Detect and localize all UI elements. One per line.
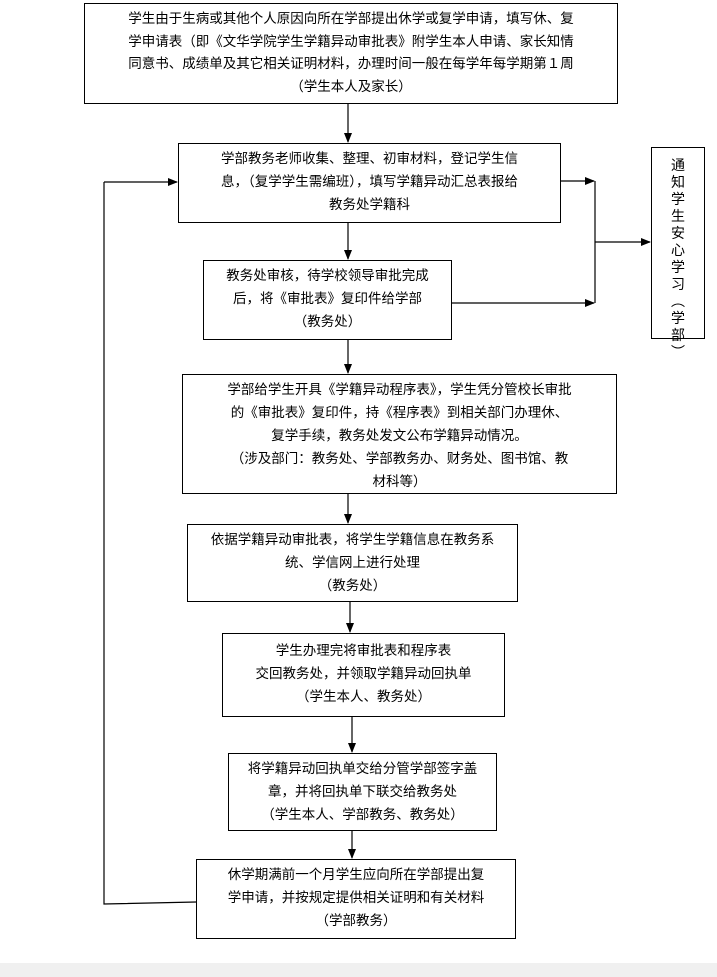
step-5-line: （教务处） [318,578,387,594]
loop-back-connector [103,182,197,905]
step-8-line: 休学期满前一个月学生应向所在学部提出复 [227,867,485,883]
side-char: 学 [671,311,685,327]
step-2-line: 息，（复学学生需编班），填写学籍异动汇总表报给 [221,174,518,190]
step-8-line: 学申请，并按规定提供相关证明和有关材料 [227,890,485,906]
step-4-line: （涉及部门：教务处、学部教务办、财务处、图书馆、教 [230,451,569,467]
step-5-line: 依据学籍异动审批表，将学生学籍信息在教务系 [210,532,495,548]
step-8-line: （学部教务） [315,913,397,929]
step-1-line: 学生由于生病或其他个人原因向所在学部提出休学或复学申请，填写休、复 [128,11,574,27]
side-char: 学 [671,260,685,276]
step-4-line: 学部给学生开具《学籍异动程序表》，学生凭分管校长审批 [227,382,572,398]
step-1-line: 同意书、成绩单及其它相关证明材料，办理时间一般在每学年每学期第１周 [128,56,574,72]
step-2-department-review: 学部教务老师收集、整理、初审材料，登记学生信 息，（复学学生需编班），填写学籍异… [178,143,561,223]
step-7-receipt-signing: 将学籍异动回执单交给分管学部签字盖 章，并将回执单下联交给教务处 （学生本人、学… [228,753,497,831]
side-char: 通 [671,158,685,174]
step-4-procedure-form: 学部给学生开具《学籍异动程序表》，学生凭分管校长审批 的《审批表》复印件，持《程… [182,374,617,494]
step-4-line: 的《审批表》复印件，持《程序表》到相关部门办理休、 [230,405,569,421]
side-char: 部 [671,328,685,344]
step-7-line: （学生本人、学部教务、教务处） [261,807,464,823]
step-6-line: 交回教务处，并领取学籍异动回执单 [255,666,472,682]
step-3-line: 后，将《审批表》复印件给学部 [233,291,422,307]
side-char: 安 [671,226,685,242]
side-char: 学 [671,192,685,208]
step-6-line: 学生办理完将审批表和程序表 [275,643,452,659]
side-char: ︵ [671,294,685,310]
side-char: 心 [671,243,685,259]
step-6-line: （学生本人、教务处） [296,689,431,705]
step-5-system-processing: 依据学籍异动审批表，将学生学籍信息在教务系 统、学信网上进行处理 （教务处） [187,524,518,602]
step-7-line: 章，并将回执单下联交给教务处 [268,784,457,800]
step-5-line: 统、学信网上进行处理 [285,555,420,571]
step-6-return-forms: 学生办理完将审批表和程序表 交回教务处，并领取学籍异动回执单 （学生本人、教务处… [222,633,505,717]
side-char: 生 [671,209,685,225]
step-1-line: 学申请表（即《文华学院学生学籍异动审批表》附学生本人申请、家长知情 [128,33,574,50]
step-3-line: （教务处） [293,314,362,330]
step-8-resume-application: 休学期满前一个月学生应向所在学部提出复 学申请，并按规定提供相关证明和有关材料 … [196,859,516,939]
notify-student-box: 通 知 学 生 安 心 学 习 ︵ 学 部 ︶ [651,147,705,361]
step-4-line: 材科等） [372,474,427,490]
footer-band [0,963,717,977]
step-7-line: 将学籍异动回执单交给分管学部签字盖 [247,761,478,777]
step-3-academic-affairs-approval: 教务处审核，待学校领导审批完成 后，将《审批表》复印件给学部 （教务处） [203,260,452,340]
step-4-line: 复学手续，教务处发文公布学籍异动情况。 [271,428,528,444]
step-3-line: 教务处审核，待学校领导审批完成 [226,268,429,284]
step-2-line: 学部教务老师收集、整理、初审材料，登记学生信 [221,151,518,167]
step-1-application: 学生由于生病或其他个人原因向所在学部提出休学或复学申请，填写休、复 学申请表（即… [84,3,618,104]
step-2-line: 教务处学籍科 [329,197,410,213]
side-char: 知 [671,175,685,191]
side-char: 习 [671,277,685,293]
side-char: ︶ [671,345,685,361]
step-1-line: （学生本人及家长） [290,78,412,95]
